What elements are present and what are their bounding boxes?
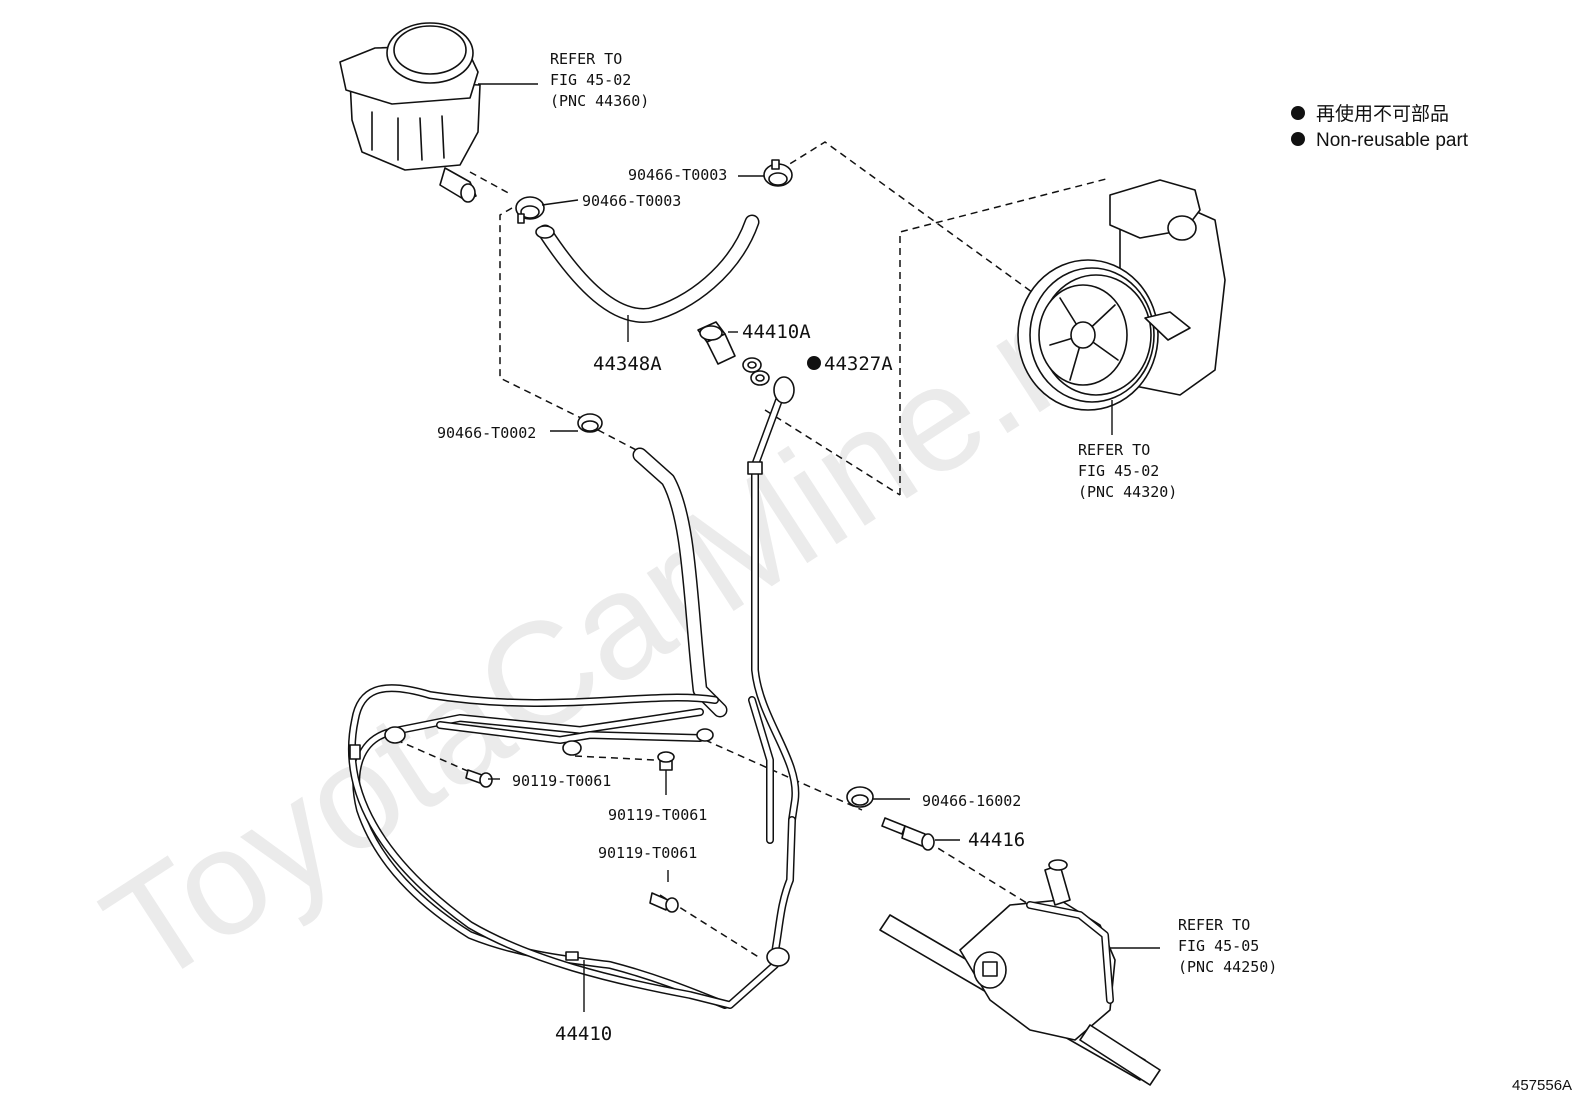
label-union-bolt[interactable]: 44410A — [742, 321, 811, 343]
watermark: ToyotaCarMine.ru — [76, 231, 1160, 1017]
label-clamp-lower[interactable]: 90466-16002 — [922, 792, 1021, 810]
svg-text:REFER TO: REFER TO — [1178, 916, 1250, 934]
bolt-2[interactable] — [657, 751, 675, 771]
bolt-3[interactable] — [649, 892, 679, 913]
label-gasket[interactable]: 44327A — [824, 353, 893, 375]
svg-text:FIG 45-05: FIG 45-05 — [1178, 937, 1259, 955]
gasket[interactable] — [742, 357, 770, 386]
svg-text:REFER TO: REFER TO — [550, 50, 622, 68]
svg-text:FIG 45-02: FIG 45-02 — [550, 71, 631, 89]
non-reusable-marker — [807, 356, 821, 370]
legend-japanese: 再使用不可部品 — [1316, 103, 1449, 125]
legend-english: Non-reusable part — [1316, 130, 1469, 151]
leader-lines — [478, 83, 1160, 1012]
label-bolt-1[interactable]: 90119-T0061 — [512, 772, 611, 790]
svg-text:(PNC 44320): (PNC 44320) — [1078, 483, 1177, 501]
alignment-lines — [384, 141, 1111, 959]
clamp-reservoir[interactable] — [515, 196, 545, 224]
union-bolt[interactable] — [697, 321, 736, 365]
label-union[interactable]: 44416 — [968, 829, 1025, 851]
gear-reference[interactable]: REFER TO FIG 45-05 (PNC 44250) — [1178, 916, 1277, 976]
svg-text:(PNC 44360): (PNC 44360) — [550, 92, 649, 110]
steering-gear[interactable] — [879, 859, 1161, 1086]
clamp-lower[interactable] — [846, 786, 874, 808]
reservoir-reference[interactable]: REFER TO FIG 45-02 (PNC 44360) — [550, 50, 649, 110]
union[interactable] — [881, 817, 935, 851]
label-bolt-2[interactable]: 90119-T0061 — [608, 806, 707, 824]
clamp-mid[interactable] — [577, 413, 603, 433]
figure-id: 457556A — [1512, 1077, 1572, 1094]
reservoir[interactable] — [339, 22, 481, 203]
bolt-1[interactable] — [465, 769, 493, 788]
pump-reference[interactable]: REFER TO FIG 45-02 (PNC 44320) — [1078, 441, 1177, 501]
clamp-top[interactable] — [763, 159, 793, 187]
return-hose[interactable] — [535, 214, 760, 323]
svg-text:REFER TO: REFER TO — [1078, 441, 1150, 459]
label-clamp-mid[interactable]: 90466-T0002 — [437, 424, 536, 442]
power-steering-pump[interactable] — [1017, 179, 1226, 411]
label-clamp-reservoir[interactable]: 90466-T0003 — [582, 192, 681, 210]
label-return-hose[interactable]: 44348A — [593, 353, 662, 375]
legend-dot-icon — [1291, 106, 1305, 120]
svg-text:FIG 45-02: FIG 45-02 — [1078, 462, 1159, 480]
legend-dot-icon — [1291, 132, 1305, 146]
pressure-hose-assembly[interactable] — [347, 376, 800, 1009]
legend: 再使用不可部品 Non-reusable part — [1291, 103, 1469, 151]
label-clamp-top[interactable]: 90466-T0003 — [628, 166, 727, 184]
label-bolt-3[interactable]: 90119-T0061 — [598, 844, 697, 862]
label-tube-assembly[interactable]: 44410 — [555, 1023, 612, 1045]
svg-text:(PNC 44250): (PNC 44250) — [1178, 958, 1277, 976]
